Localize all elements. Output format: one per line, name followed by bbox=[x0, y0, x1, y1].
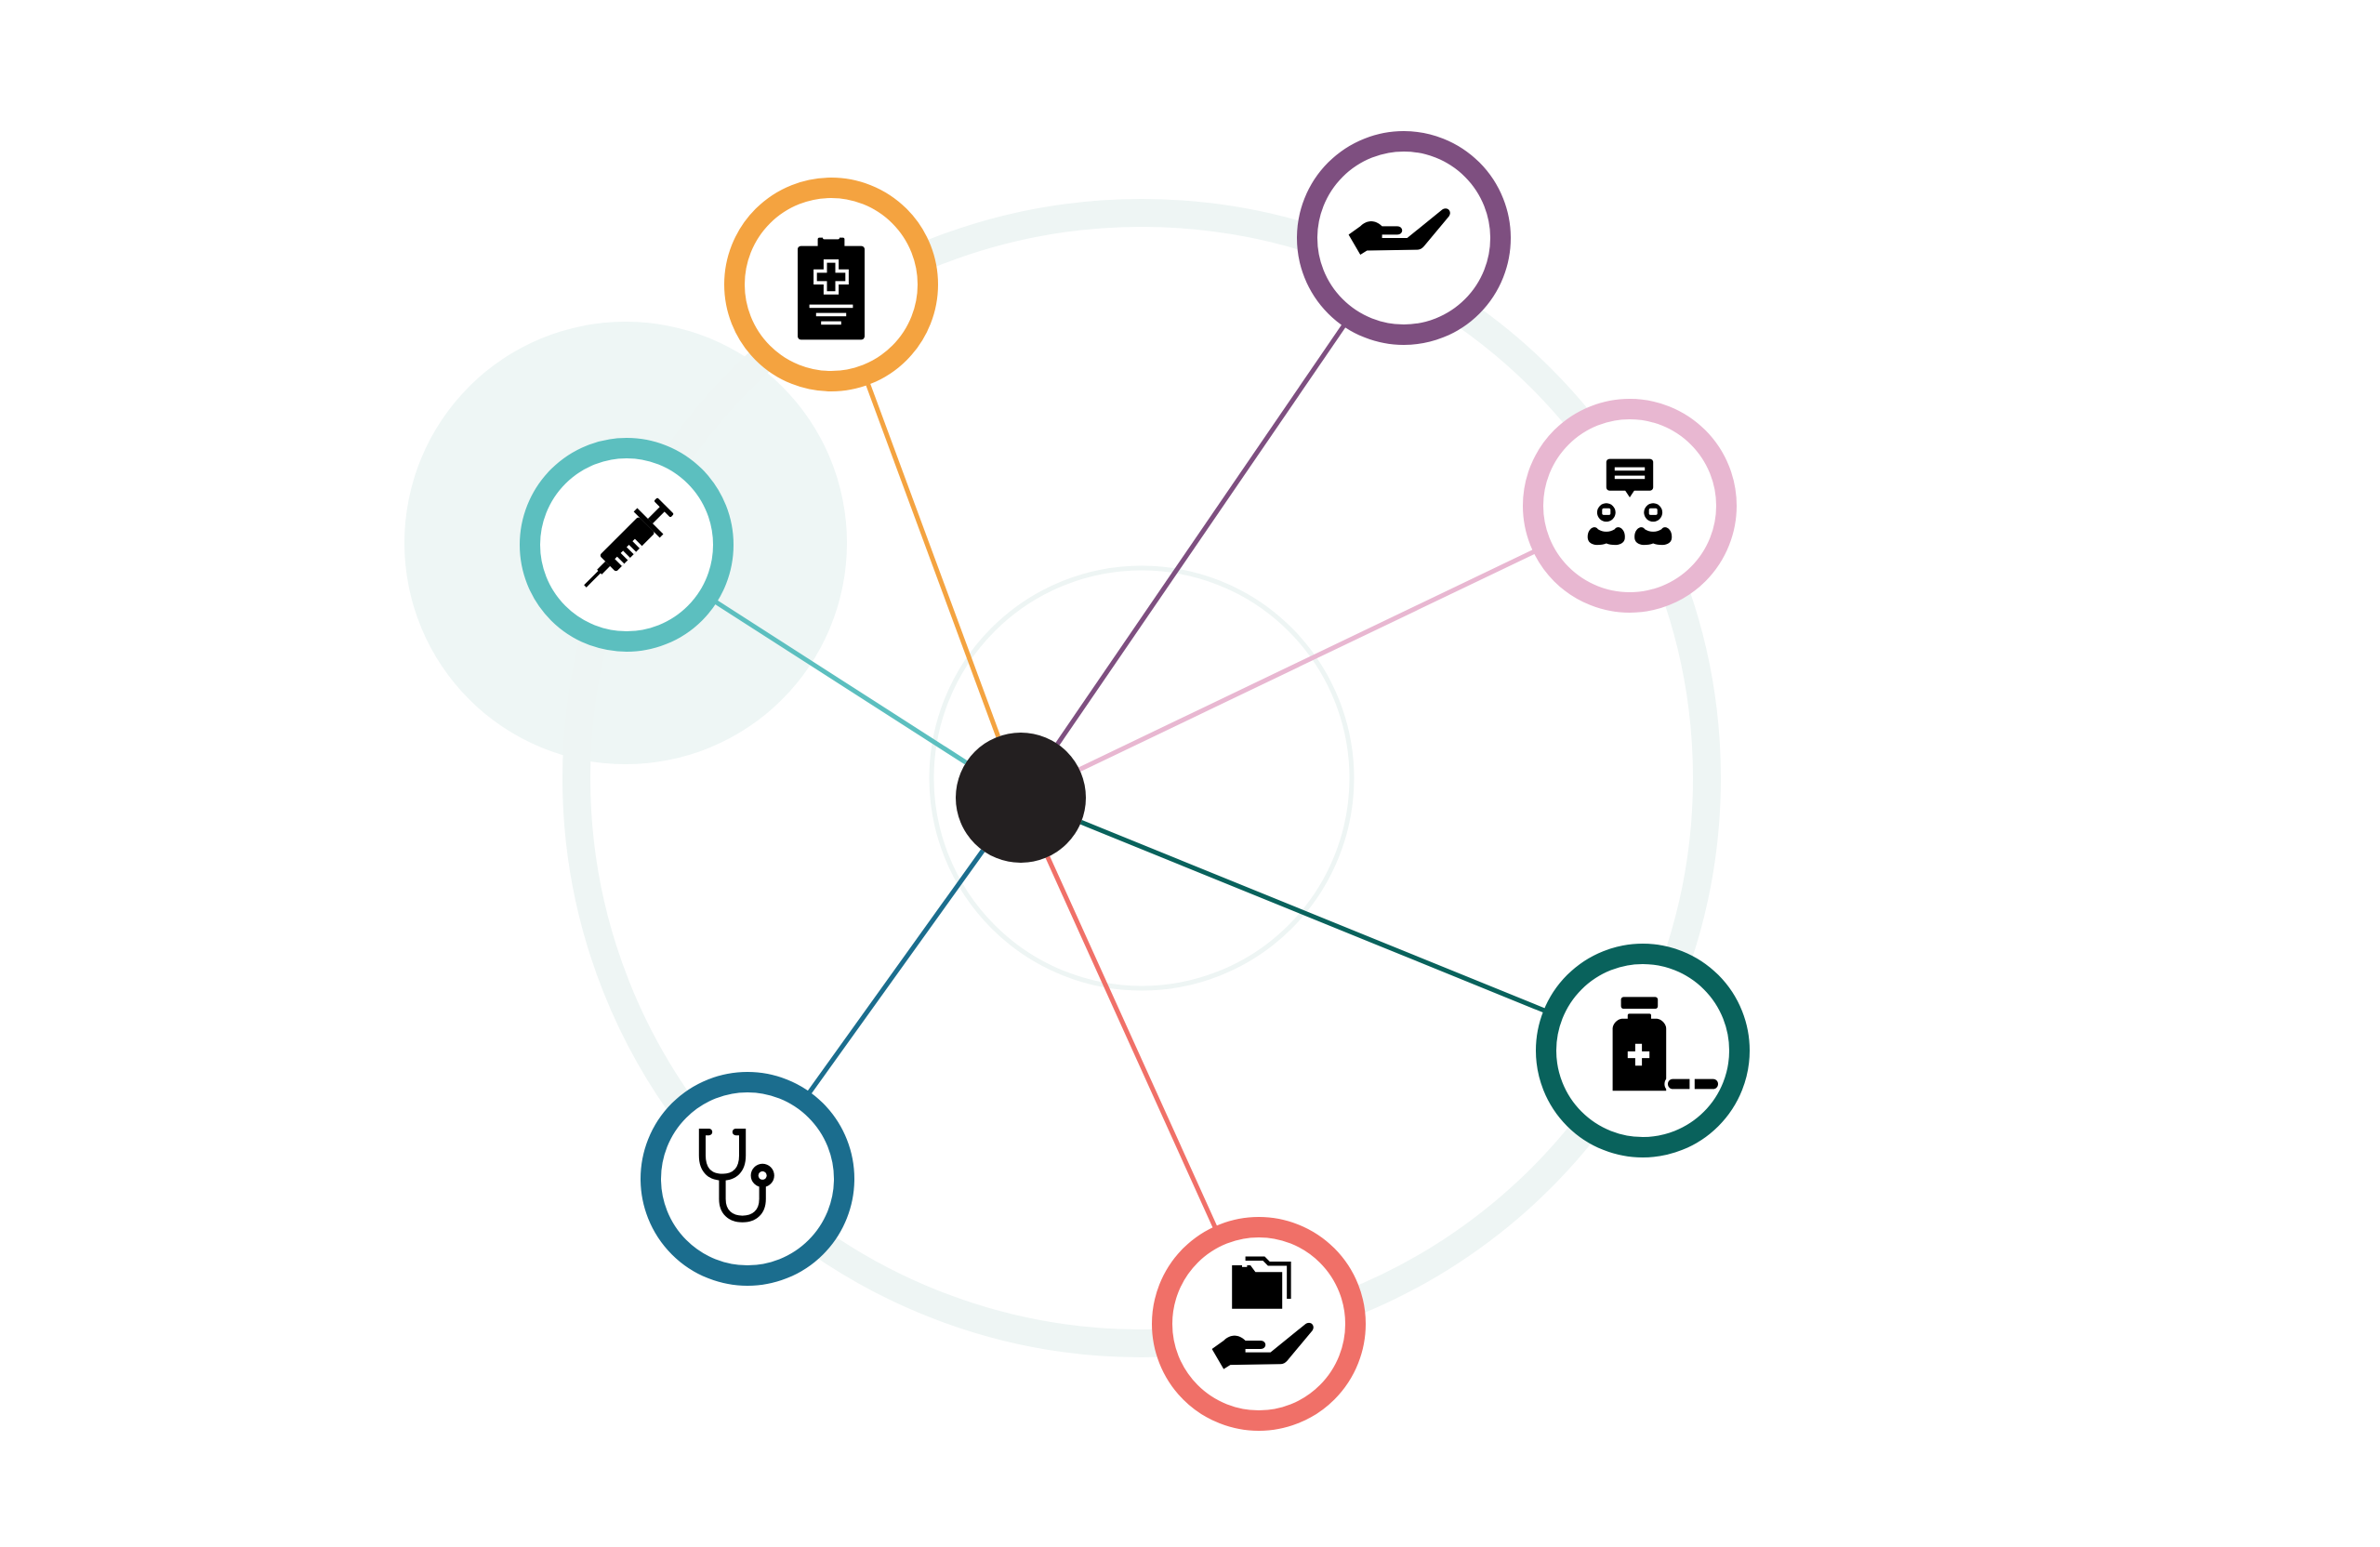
node-medicine bbox=[1536, 944, 1750, 1157]
spoke-medicine bbox=[1079, 820, 1554, 1017]
center-hub bbox=[956, 733, 1086, 863]
spoke-clipboard bbox=[862, 374, 1001, 738]
node-ring-stethoscope bbox=[641, 1072, 854, 1286]
node-hand-care bbox=[1297, 131, 1511, 345]
node-ring-records bbox=[1152, 1217, 1366, 1431]
spoke-records bbox=[1045, 855, 1222, 1237]
node-records bbox=[1152, 1217, 1366, 1431]
folder-in-hand-icon bbox=[1211, 1256, 1314, 1369]
spoke-consultation bbox=[1078, 545, 1544, 772]
node-stethoscope bbox=[641, 1072, 854, 1286]
node-ring-consultation bbox=[1523, 399, 1737, 613]
outer-ring bbox=[562, 199, 1721, 1357]
spoke-stethoscope bbox=[801, 849, 985, 1102]
caring-hand-icon bbox=[1348, 208, 1450, 255]
stethoscope-icon bbox=[698, 1128, 774, 1223]
medicine-bottle-pills-icon bbox=[1612, 997, 1722, 1093]
node-consultation bbox=[1523, 399, 1737, 613]
spokes bbox=[707, 316, 1554, 1237]
nodes bbox=[520, 131, 1750, 1431]
spoke-hand-care bbox=[1055, 316, 1352, 746]
spoke-syringe bbox=[707, 595, 968, 765]
node-clipboard bbox=[724, 178, 938, 391]
consultation-people-icon bbox=[1587, 458, 1673, 546]
syringe-icon bbox=[584, 497, 674, 588]
node-syringe bbox=[520, 438, 734, 652]
medical-clipboard-icon bbox=[798, 234, 865, 340]
inner-ring bbox=[929, 565, 1355, 991]
